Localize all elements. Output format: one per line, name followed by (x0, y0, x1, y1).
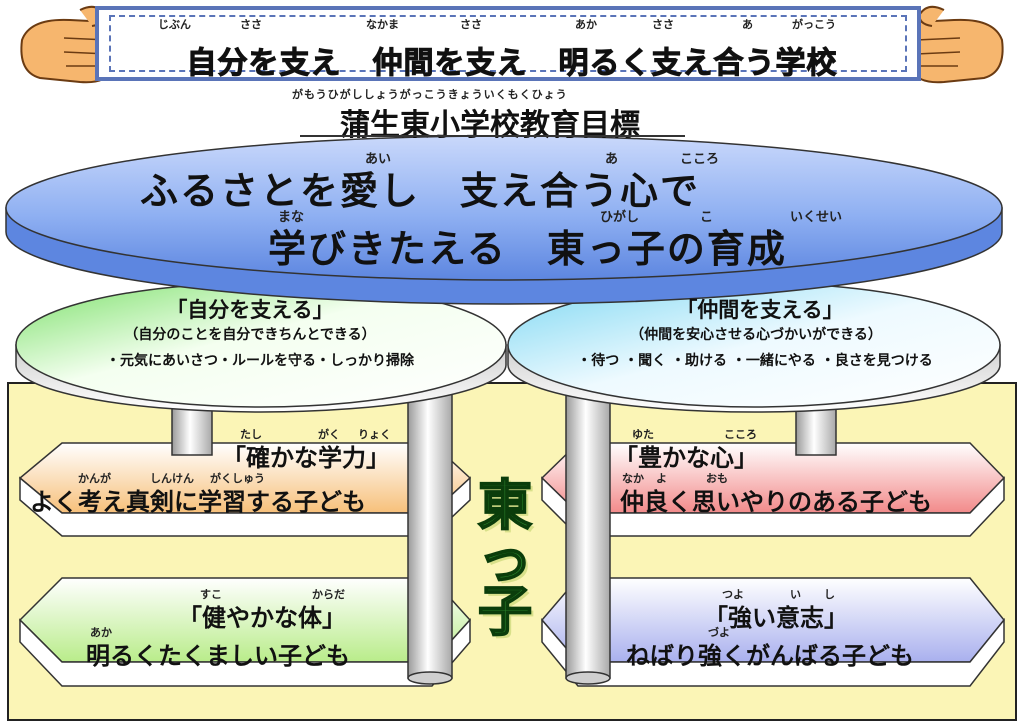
right-disc-subtitle: （仲間を安心させる心づかいができる） (630, 327, 882, 343)
ruby: ささ (460, 18, 482, 31)
ruby: こ (700, 210, 714, 225)
pole-right-front (565, 359, 611, 679)
ruby: ゆた (632, 428, 654, 441)
ruby: じぶん (158, 18, 191, 31)
right-disc-list: ・待つ ・聞く ・助ける ・一緒にやる ・良さを見つける (577, 353, 933, 369)
left-disc-title: 「自分を支える」 (166, 298, 334, 322)
ruby: がっこう (792, 18, 836, 31)
ruby: いくせい (790, 210, 843, 225)
ruby: りょく (358, 428, 391, 441)
pillar-title-karada: 「健やかな体」 (178, 604, 346, 632)
pillar-desc-kokoro: 仲良く思いやりのある子ども (620, 488, 932, 516)
banner-title: 自分を支え 仲間を支え 明るく支え合う学校 (186, 46, 838, 82)
disc-left (15, 282, 507, 413)
ruby: ひがし (600, 210, 640, 225)
goal-heading-ruby: がもうひがししょうがっこうきょういくもくひょう (292, 88, 568, 101)
pillar-desc-ishi: ねばり強くがんばる子ども (626, 642, 914, 670)
ruby: がく (318, 428, 340, 441)
ruby: かんが (78, 472, 111, 485)
ruby: づよ (708, 626, 730, 639)
ruby: なかま (366, 18, 399, 31)
goal-heading: 蒲生東小学校教育目標 (340, 108, 640, 143)
left-disc-subtitle: （自分のことを自分できちんとできる） (124, 327, 376, 343)
ruby: しんけん (150, 472, 194, 485)
ruby: まな (278, 210, 305, 225)
ruby: あか (90, 626, 112, 639)
ruby: こころ (724, 428, 757, 441)
ruby: からだ (312, 588, 345, 601)
pillar-title-ishi: 「強い意志」 (704, 604, 848, 632)
left-disc-list: ・元気にあいさつ・ルールを守る・しっかり掃除 (106, 353, 414, 369)
ruby: がくしゅう (210, 472, 265, 485)
pillar-desc-gakuryoku: よく考え真剣に学習する子ども (30, 488, 366, 516)
ruby: おも (706, 472, 728, 485)
ruby: あ (742, 18, 753, 31)
ruby: あい (365, 152, 392, 167)
center-label-char-1: 東 (477, 474, 533, 537)
ruby: ささ (240, 18, 262, 31)
ruby: あ (605, 152, 619, 167)
pillar-title-kokoro: 「豊かな心」 (614, 444, 758, 472)
hex-prism-kokoro (540, 442, 1006, 537)
ruby: すこ (200, 588, 222, 601)
disc-right (507, 282, 1001, 413)
top-banner (95, 6, 921, 81)
ruby: し (824, 588, 835, 601)
center-label-char-3: 子 (477, 580, 533, 643)
goal-line-2: 学びきたえる 東っ子の育成 (268, 227, 787, 271)
pillar-title-gakuryoku: 「確かな学力」 (222, 444, 390, 472)
ruby: ささ (652, 18, 674, 31)
goal-line-1: ふるさとを愛し 支え合う心で (140, 169, 701, 213)
pillar-desc-karada: 明るくたくましい子ども (86, 642, 350, 670)
ruby: こころ (680, 152, 720, 167)
ruby: あか (575, 18, 597, 31)
hex-prism-ishi (541, 577, 1005, 687)
right-disc-title: 「仲間を支える」 (676, 298, 844, 322)
ruby: なか (622, 472, 644, 485)
pole-left-front (407, 359, 453, 679)
ruby: よ (656, 472, 667, 485)
center-label-char-2: っ (477, 528, 533, 591)
ruby: たし (240, 428, 262, 441)
goal-heading-underline (300, 135, 685, 137)
ruby: い (790, 588, 801, 601)
disc-main (5, 135, 1003, 305)
banner-dashed-frame (109, 15, 907, 72)
ruby: つよ (722, 588, 744, 601)
